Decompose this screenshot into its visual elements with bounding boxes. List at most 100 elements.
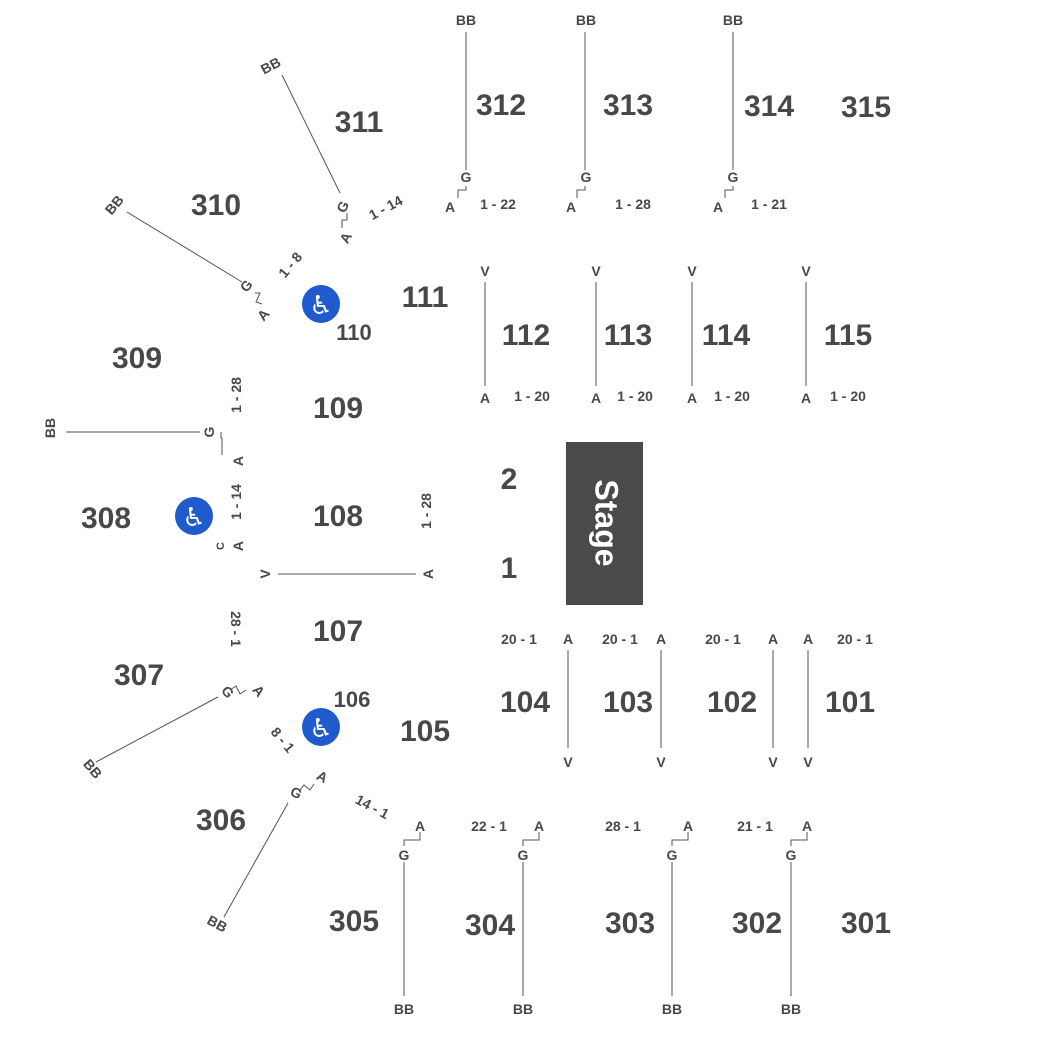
section-304-rows: A G BB 22 - 1	[471, 818, 544, 1017]
seat-range: 1 - 28	[615, 196, 651, 212]
row-label: A	[336, 229, 355, 245]
seat-range: 28 - 1	[228, 611, 244, 647]
section-114[interactable]: 114	[702, 319, 751, 352]
row-label: A	[713, 199, 723, 215]
section-309[interactable]: 309	[112, 342, 162, 375]
row-label: A	[683, 818, 693, 834]
section-106[interactable]: 106	[334, 687, 371, 712]
seat-range: 1 - 20	[617, 388, 653, 404]
section-314[interactable]: 314	[744, 90, 794, 123]
seat-range: 20 - 1	[705, 631, 741, 647]
seat-range: 1 - 8	[275, 249, 305, 281]
row-label: V	[257, 569, 273, 579]
section-308-rows: 1 - 14 C A V A 1 - 28	[215, 484, 436, 579]
section-315[interactable]: 315	[841, 91, 891, 124]
row-label: G	[786, 847, 797, 863]
row-label: G	[288, 783, 305, 802]
section-111[interactable]: 111	[402, 281, 449, 314]
row-label: A	[420, 569, 436, 579]
row-label: BB	[456, 12, 476, 28]
floor-row-1[interactable]: 1	[501, 552, 518, 585]
row-label: A	[563, 631, 573, 647]
section-109[interactable]: 109	[313, 392, 363, 425]
row-label: BB	[394, 1001, 414, 1017]
seat-range: 1 - 22	[480, 196, 516, 212]
section-311-rows: BB G A 1 - 14	[258, 54, 405, 246]
seat-range: 1 - 28	[418, 493, 434, 529]
seat-range: 1 - 14	[366, 192, 405, 223]
section-105[interactable]: 105	[400, 715, 450, 748]
row-label: G	[218, 682, 237, 701]
seat-range: 22 - 1	[471, 818, 507, 834]
section-103-rows: A V 20 - 1	[602, 631, 666, 770]
row-label: BB	[258, 54, 283, 78]
section-303[interactable]: 303	[605, 907, 655, 940]
wheelchair-icon: ♿	[182, 503, 205, 533]
row-label: G	[399, 847, 410, 863]
row-label: G	[333, 198, 352, 215]
section-312-rows: BB G A 1 - 22	[445, 12, 516, 215]
section-101-rows: A V 20 - 1	[803, 631, 873, 770]
section-308[interactable]: 308	[81, 502, 131, 535]
seat-range: 20 - 1	[501, 631, 537, 647]
row-label: G	[728, 169, 739, 185]
row-label: BB	[102, 192, 127, 218]
section-107[interactable]: 107	[313, 615, 363, 648]
section-113[interactable]: 113	[604, 319, 652, 352]
row-label: A	[803, 631, 813, 647]
row-label: BB	[513, 1001, 533, 1017]
row-label: V	[480, 263, 490, 279]
section-313[interactable]: 313	[603, 89, 653, 122]
accessible-seating-icon: ♿	[175, 497, 213, 535]
section-305[interactable]: 305	[329, 905, 379, 938]
row-label: G	[518, 847, 529, 863]
row-label: BB	[42, 418, 58, 438]
section-303-rows: A G BB 28 - 1	[605, 818, 693, 1017]
seat-range: 1 - 21	[751, 196, 787, 212]
seat-range: 1 - 14	[228, 484, 244, 520]
stage[interactable]	[566, 442, 643, 605]
row-label: BB	[205, 912, 230, 936]
section-104[interactable]: 104	[500, 686, 550, 719]
wheelchair-icon: ♿	[309, 714, 332, 744]
section-108[interactable]: 108	[313, 500, 363, 533]
row-label: BB	[662, 1001, 682, 1017]
section-112[interactable]: 112	[502, 319, 550, 352]
seat-range: 20 - 1	[602, 631, 638, 647]
seat-range: 1 - 28	[228, 377, 244, 413]
row-label: V	[563, 754, 573, 770]
seat-range: 1 - 20	[830, 388, 866, 404]
section-304[interactable]: 304	[465, 909, 515, 942]
row-label: V	[803, 754, 813, 770]
row-label: G	[237, 276, 256, 295]
accessible-seating-icon: ♿	[302, 285, 340, 323]
section-309-rows: BB G A 1 - 28	[42, 377, 246, 466]
section-115-rows: V A 1 - 20	[801, 263, 866, 406]
section-110[interactable]: 110	[336, 320, 372, 345]
row-label: V	[687, 263, 697, 279]
row-label: A	[768, 631, 778, 647]
floor-row-2[interactable]: 2	[501, 463, 518, 496]
section-312[interactable]: 312	[476, 89, 526, 122]
section-305-rows: A G BB	[394, 818, 425, 1017]
section-306[interactable]: 306	[196, 804, 246, 837]
section-103[interactable]: 103	[603, 686, 653, 719]
section-311[interactable]: 311	[335, 106, 383, 139]
section-102-rows: A V 20 - 1	[705, 631, 778, 770]
row-label: A	[656, 631, 666, 647]
section-307[interactable]: 307	[114, 659, 164, 692]
section-115[interactable]: 115	[824, 319, 872, 352]
seat-range: 1 - 20	[714, 388, 750, 404]
section-302[interactable]: 302	[732, 907, 782, 940]
section-102[interactable]: 102	[707, 686, 757, 719]
section-313-rows: BB G A 1 - 28	[566, 12, 651, 215]
section-112-rows: V A 1 - 20	[480, 263, 550, 406]
section-314-rows: BB G A 1 - 21	[713, 12, 787, 215]
section-310[interactable]: 310	[191, 189, 241, 222]
row-label: A	[802, 818, 812, 834]
row-label: G	[461, 169, 472, 185]
row-label: A	[566, 199, 576, 215]
section-301[interactable]: 301	[841, 907, 891, 940]
row-label: A	[254, 306, 273, 324]
section-101[interactable]: 101	[825, 686, 875, 719]
